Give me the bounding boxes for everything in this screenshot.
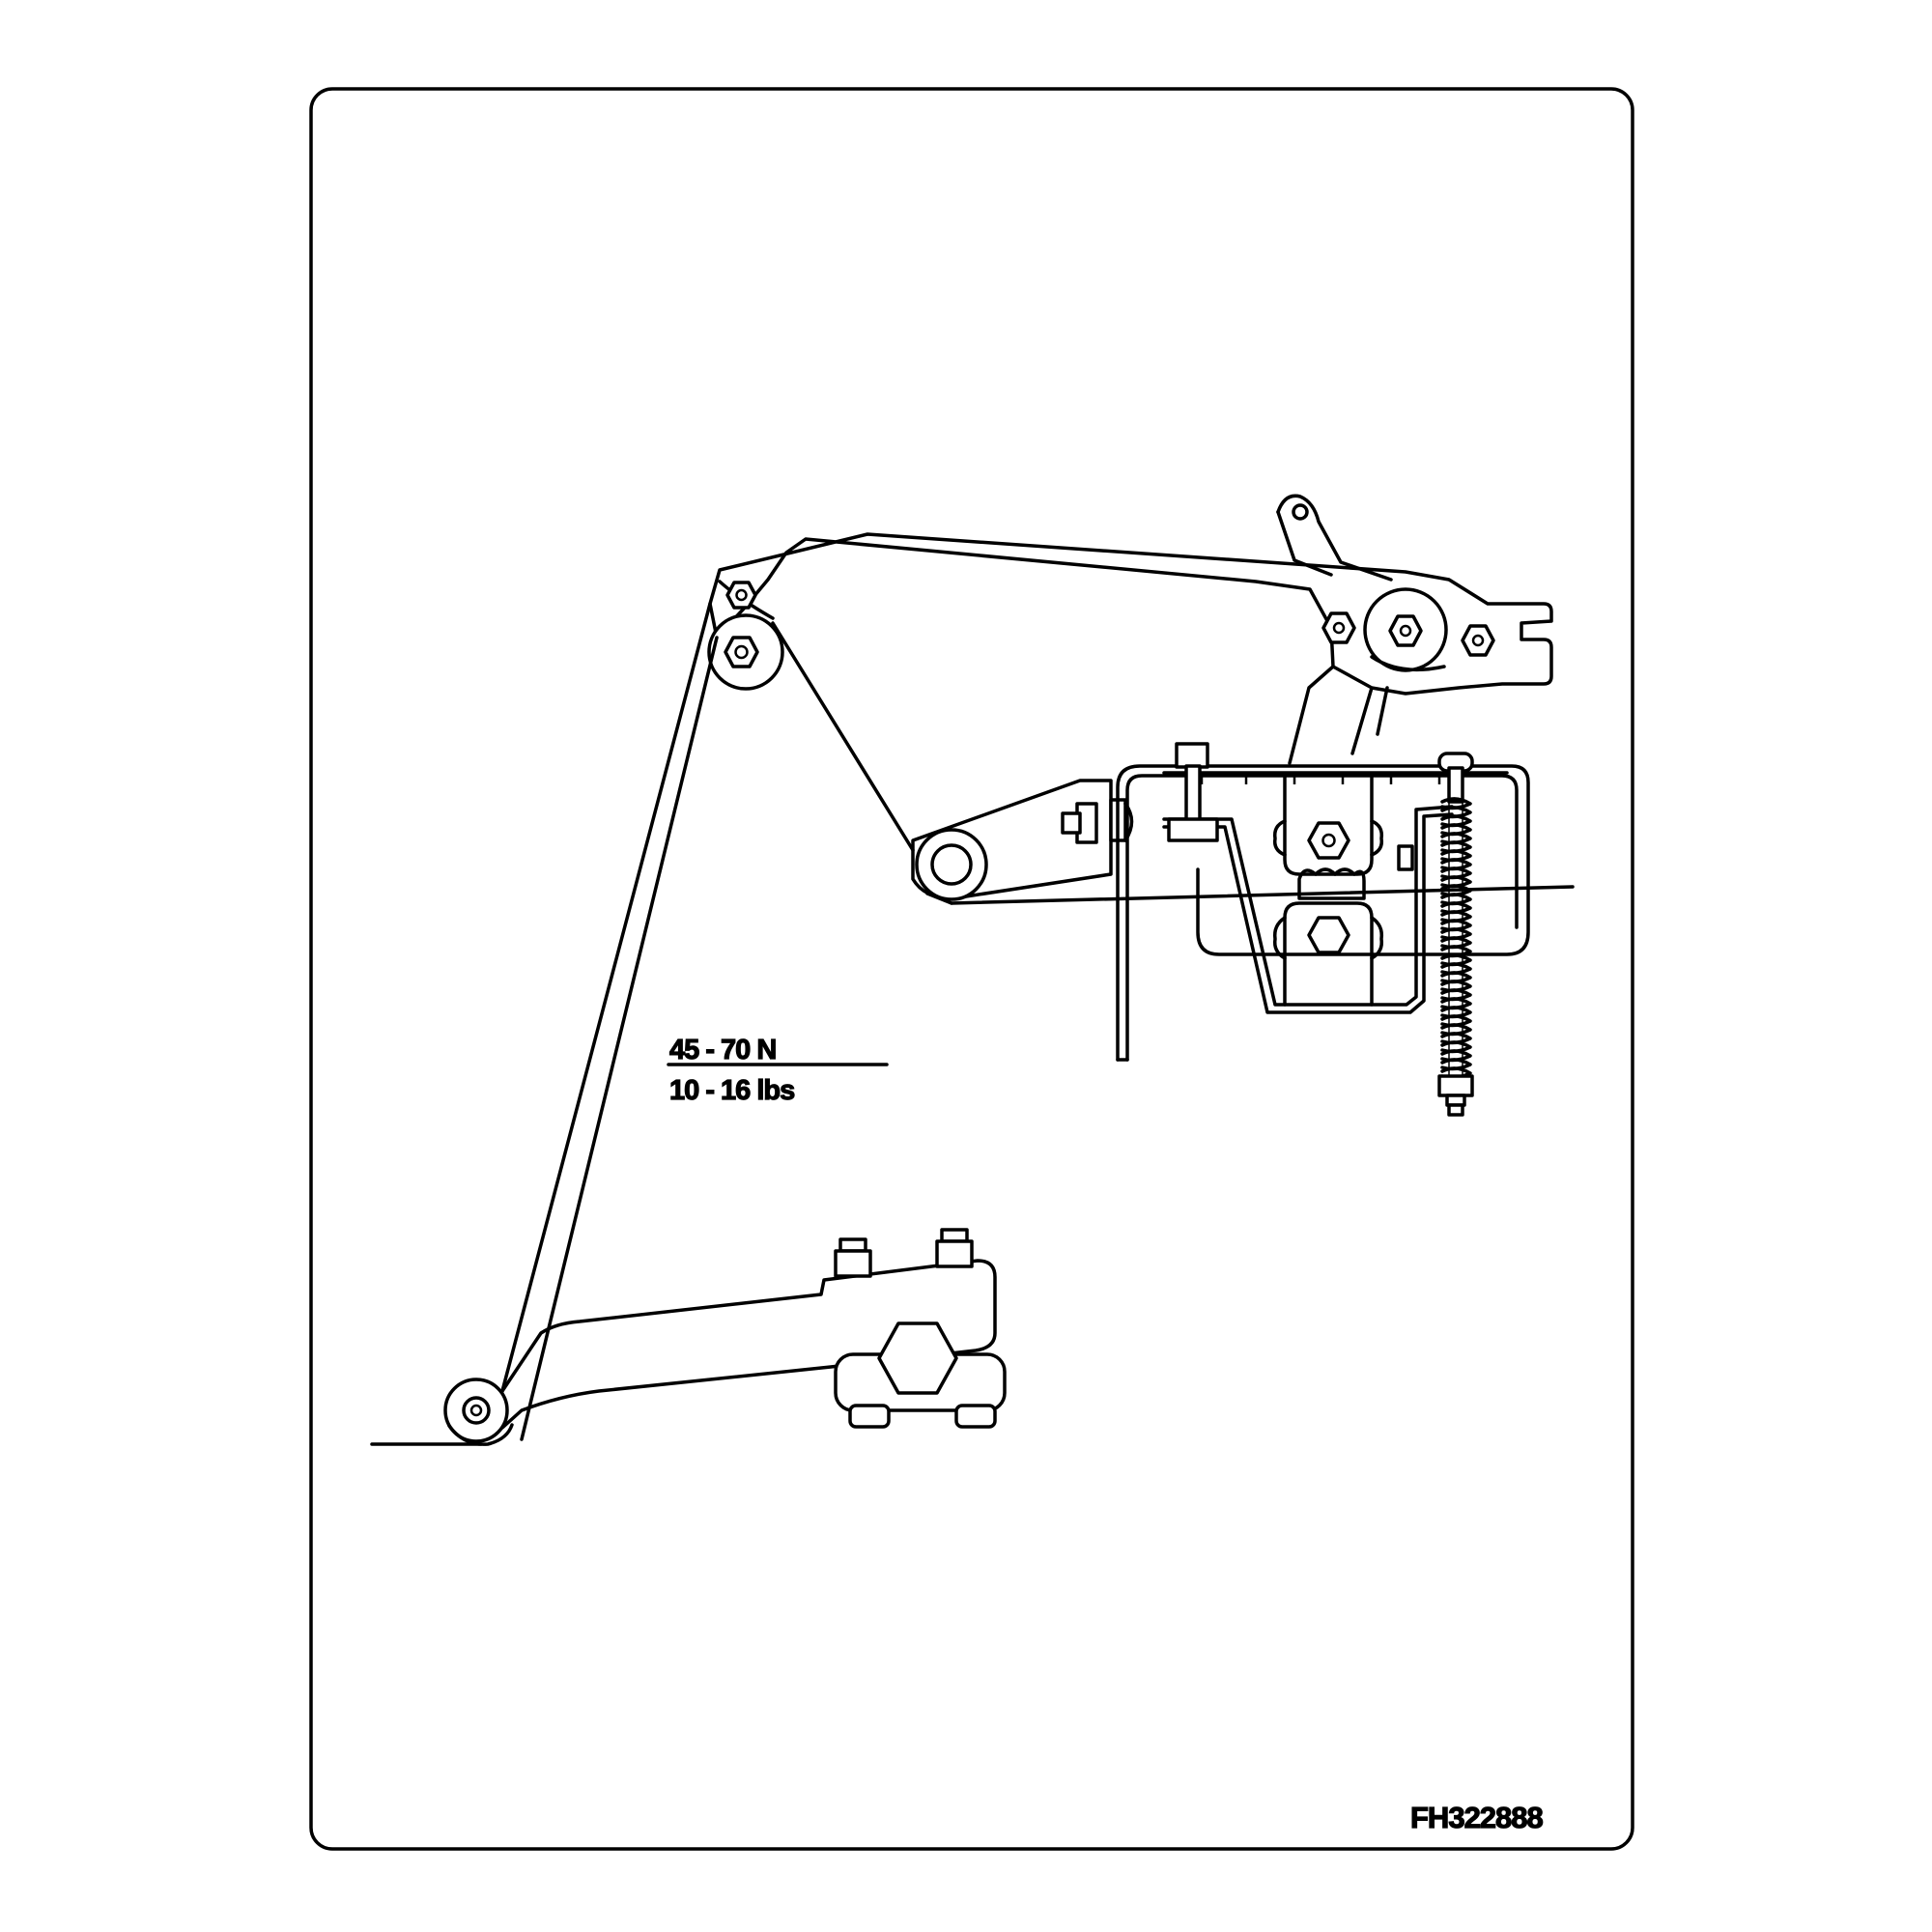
sprocket-assembly: [1272, 774, 1384, 1007]
hex-nut-top-left-icon: [725, 581, 757, 610]
force-newtons-label: 45 - 70 N: [669, 1035, 776, 1065]
hex-nut-pivot-icon: [724, 636, 759, 668]
hex-nut-arm-3-icon: [1461, 624, 1495, 657]
lower-crank-link: [911, 779, 1134, 901]
lower-roller-arm: [443, 1259, 997, 1446]
lower-arm-bolt-1-icon: [834, 1237, 872, 1278]
tension-spring: [1437, 752, 1474, 1117]
lower-arm-bolt-2-icon: [935, 1228, 974, 1268]
figure-code: FH322888: [1410, 1801, 1544, 1834]
reference-line-right: [950, 885, 1575, 905]
clamp-block: [834, 1321, 1007, 1429]
bracket-bolt-icon: [1167, 742, 1219, 842]
cable: [500, 602, 719, 1441]
force-pounds-label: 10 - 16 lbs: [669, 1075, 794, 1106]
force-specification: 45 - 70 N 10 - 16 lbs: [667, 1034, 889, 1107]
hex-nut-arm-2-icon: [1388, 614, 1423, 647]
page-frame: [309, 87, 1634, 1851]
hex-nut-arm-1-icon: [1321, 611, 1356, 644]
